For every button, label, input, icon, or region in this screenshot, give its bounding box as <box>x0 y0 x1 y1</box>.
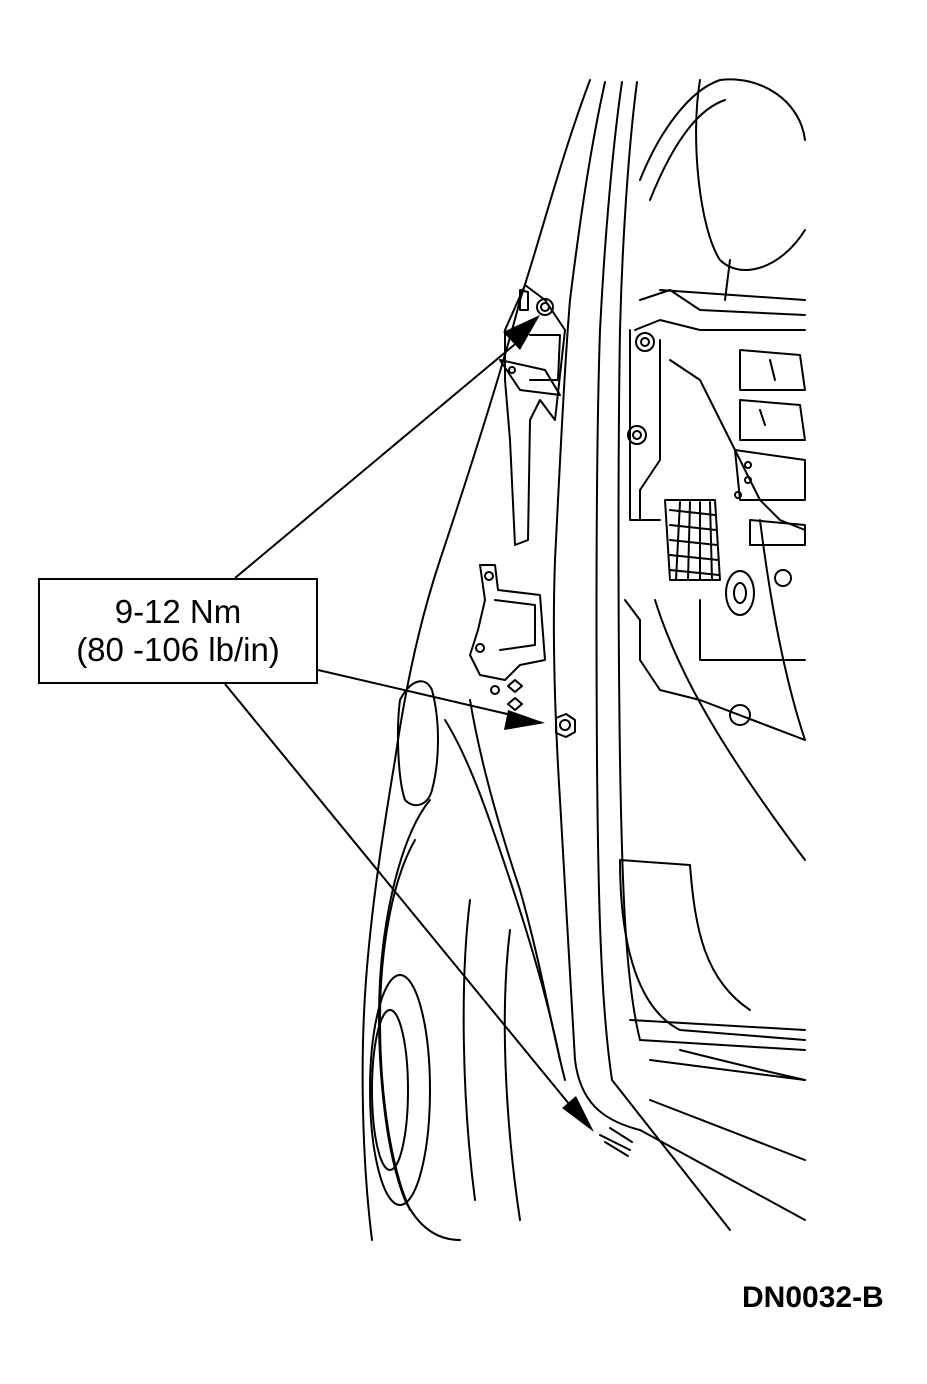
a-pillar-outline <box>394 79 641 1131</box>
arrow-to-upper-hinge-bolt <box>503 315 540 350</box>
arrow-to-door-check-nut <box>504 710 545 730</box>
torque-nm-label: 9-12 Nm <box>114 593 242 630</box>
lower-hinge <box>469 564 546 711</box>
rocker-sill-bolts <box>599 1127 633 1157</box>
door-check-nut <box>555 713 576 738</box>
callout-leaders <box>224 315 594 1132</box>
instrument-panel-interior <box>611 78 806 1231</box>
torque-spec-callout: 9-12 Nm (80 -106 lb/in) <box>38 578 318 684</box>
figure-id: DN0032-B <box>742 1281 884 1314</box>
torque-lbin-label: (80 -106 lb/in) <box>76 631 280 668</box>
fender-wheel-arch <box>361 759 521 1241</box>
upper-hinge <box>499 284 566 546</box>
door-opening-edge <box>396 680 566 1081</box>
